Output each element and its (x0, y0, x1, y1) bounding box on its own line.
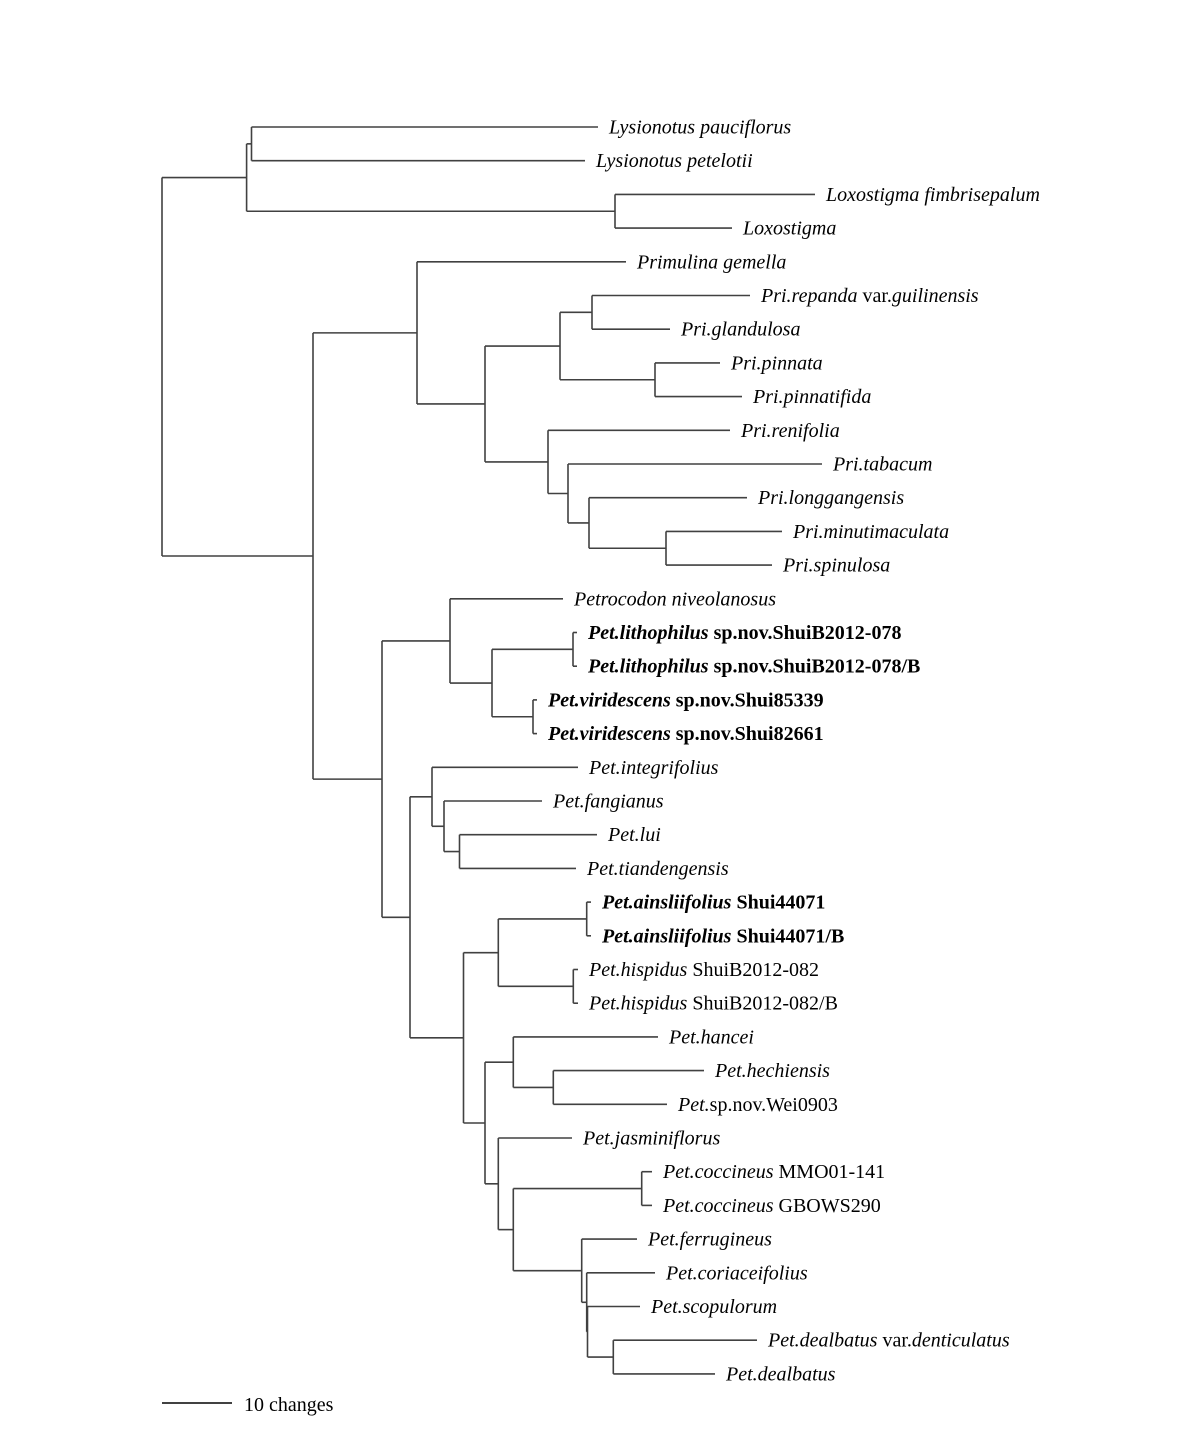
leaf-label: Loxostigma fimbrisepalum (825, 184, 1040, 206)
leaf-label: Pet.ferrugineus (647, 1229, 772, 1251)
leaf-label: Pet.lithophilus sp.nov.ShuiB2012-078 (587, 622, 901, 644)
leaf-label: Pet.hancei (668, 1026, 754, 1048)
leaf-label: Pri.minutimaculata (792, 521, 949, 543)
leaf-label: Pri.tabacum (832, 454, 932, 476)
leaf-label: Pet.tiandengensis (586, 858, 729, 880)
leaf-label: Pri.renifolia (740, 420, 840, 442)
leaf-label: Pet.jasminiflorus (582, 1128, 720, 1150)
leaf-label: Pet.coccineus GBOWS290 (662, 1195, 881, 1217)
scale-bar-line (162, 1402, 232, 1404)
leaf-label: Pet.integrifolius (588, 757, 719, 779)
leaf-label: Pri.pinnatifida (752, 386, 871, 408)
leaf-label: Pet.sp.nov.Wei0903 (677, 1094, 838, 1116)
leaf-label: Pet.hechiensis (714, 1060, 830, 1082)
leaf-label: Pri.repanda var.guilinensis (760, 285, 979, 307)
leaf-label: Pet.ainsliifolius Shui44071/B (601, 925, 844, 947)
leaf-label: Pet.dealbatus var.denticulatus (767, 1330, 1010, 1352)
leaf-label: Pri.pinnata (730, 352, 823, 374)
leaf-label: Pet.scopulorum (650, 1296, 777, 1318)
leaf-label: Pri.longgangensis (757, 487, 904, 509)
leaf-label: Pet.hispidus ShuiB2012-082 (588, 959, 819, 981)
scale-bar-label: 10 changes (244, 1394, 334, 1416)
leaf-label: Pet.lithophilus sp.nov.ShuiB2012-078/B (587, 656, 920, 678)
leaf-label: Pet.hispidus ShuiB2012-082/B (588, 993, 838, 1015)
leaf-label: Pet.ainsliifolius Shui44071 (601, 892, 825, 914)
leaf-label: Pri.spinulosa (782, 555, 890, 577)
leaf-label: Lysionotus petelotii (595, 150, 753, 172)
leaf-label: Pet.fangianus (552, 791, 664, 813)
leaf-label: Pet.viridescens sp.nov.Shui82661 (547, 723, 824, 745)
leaf-label: Petrocodon niveolanosus (573, 588, 776, 610)
leaf-label: Pet.coccineus MMO01-141 (662, 1161, 885, 1183)
leaf-label: Primulina gemella (636, 251, 786, 273)
leaf-label: Pri.glandulosa (680, 319, 800, 341)
leaf-label: Loxostigma (742, 218, 836, 240)
leaf-label: Pet.lui (607, 824, 661, 846)
leaf-label: Pet.coriaceifolius (665, 1262, 808, 1284)
leaf-label: Pet.viridescens sp.nov.Shui85339 (547, 689, 824, 711)
leaf-label: Pet.dealbatus (725, 1363, 836, 1385)
leaf-label: Lysionotus pauciflorus (608, 117, 791, 139)
